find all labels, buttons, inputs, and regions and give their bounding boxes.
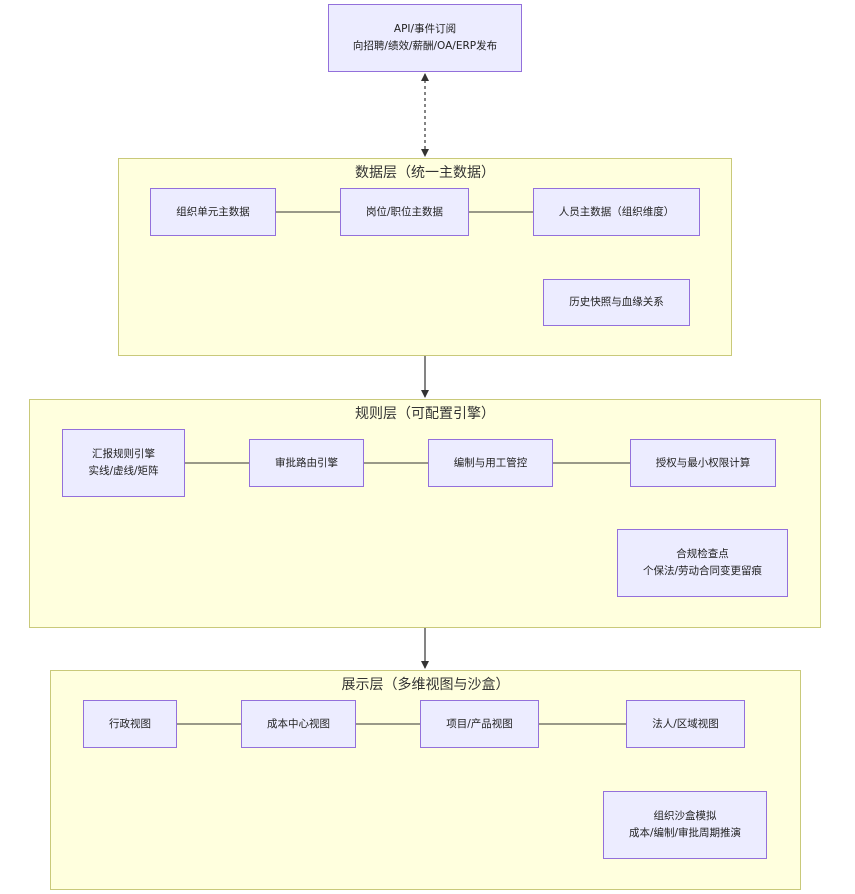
api-event-subscription-node[interactable]: API/事件订阅 向招聘/绩效/薪酬/OA/ERP发布 <box>328 4 522 72</box>
api-node-line1: API/事件订阅 <box>393 23 457 35</box>
org-sandbox-simulation-node[interactable]: 组织沙盒模拟 成本/编制/审批周期推演 <box>603 791 767 859</box>
compliance-line1: 合规检查点 <box>676 548 729 560</box>
authorization-label: 授权与最小权限计算 <box>655 456 751 469</box>
approval-routing-engine-node[interactable]: 审批路由引擎 <box>249 439 364 487</box>
person-label: 人员主数据（组织维度） <box>558 205 675 218</box>
report-rule-engine-node[interactable]: 汇报规则引擎 实线/虚线/矩阵 <box>62 429 185 497</box>
approval-label: 审批路由引擎 <box>275 456 338 469</box>
report-rule-line2: 实线/虚线/矩阵 <box>88 465 159 477</box>
headcount-label: 编制与用工管控 <box>453 456 528 469</box>
sandbox-line2: 成本/编制/审批周期推演 <box>628 827 742 839</box>
position-label: 岗位/职位主数据 <box>365 205 444 218</box>
data-layer-title: 数据层（统一主数据） <box>355 165 495 181</box>
admin-view-label: 行政视图 <box>109 717 151 730</box>
authorization-node[interactable]: 授权与最小权限计算 <box>630 439 776 487</box>
legal-entity-region-view-node[interactable]: 法人/区域视图 <box>626 700 745 748</box>
history-snapshot-node[interactable]: 历史快照与血缘关系 <box>543 279 690 326</box>
org-unit-label: 组织单元主数据 <box>176 205 250 218</box>
legal-view-label: 法人/区域视图 <box>652 717 719 730</box>
compliance-checkpoint-node[interactable]: 合规检查点 个保法/劳动合同变更留痕 <box>617 529 788 597</box>
org-unit-master-data-node[interactable]: 组织单元主数据 <box>150 188 276 236</box>
admin-view-node[interactable]: 行政视图 <box>83 700 177 748</box>
cost-center-view-node[interactable]: 成本中心视图 <box>241 700 356 748</box>
headcount-control-node[interactable]: 编制与用工管控 <box>428 439 553 487</box>
person-master-data-node[interactable]: 人员主数据（组织维度） <box>533 188 700 236</box>
position-master-data-node[interactable]: 岗位/职位主数据 <box>340 188 469 236</box>
rule-layer-title: 规则层（可配置引擎） <box>355 406 495 422</box>
sandbox-line1: 组织沙盒模拟 <box>653 810 717 822</box>
project-view-label: 项目/产品视图 <box>446 717 513 730</box>
report-rule-line1: 汇报规则引擎 <box>92 448 155 460</box>
api-node-line2: 向招聘/绩效/薪酬/OA/ERP发布 <box>352 40 498 52</box>
project-product-view-node[interactable]: 项目/产品视图 <box>420 700 539 748</box>
cost-center-view-label: 成本中心视图 <box>267 717 330 730</box>
presentation-layer-title: 展示层（多维视图与沙盒） <box>341 677 510 693</box>
compliance-line2: 个保法/劳动合同变更留痕 <box>642 565 763 577</box>
history-label: 历史快照与血缘关系 <box>569 296 664 308</box>
